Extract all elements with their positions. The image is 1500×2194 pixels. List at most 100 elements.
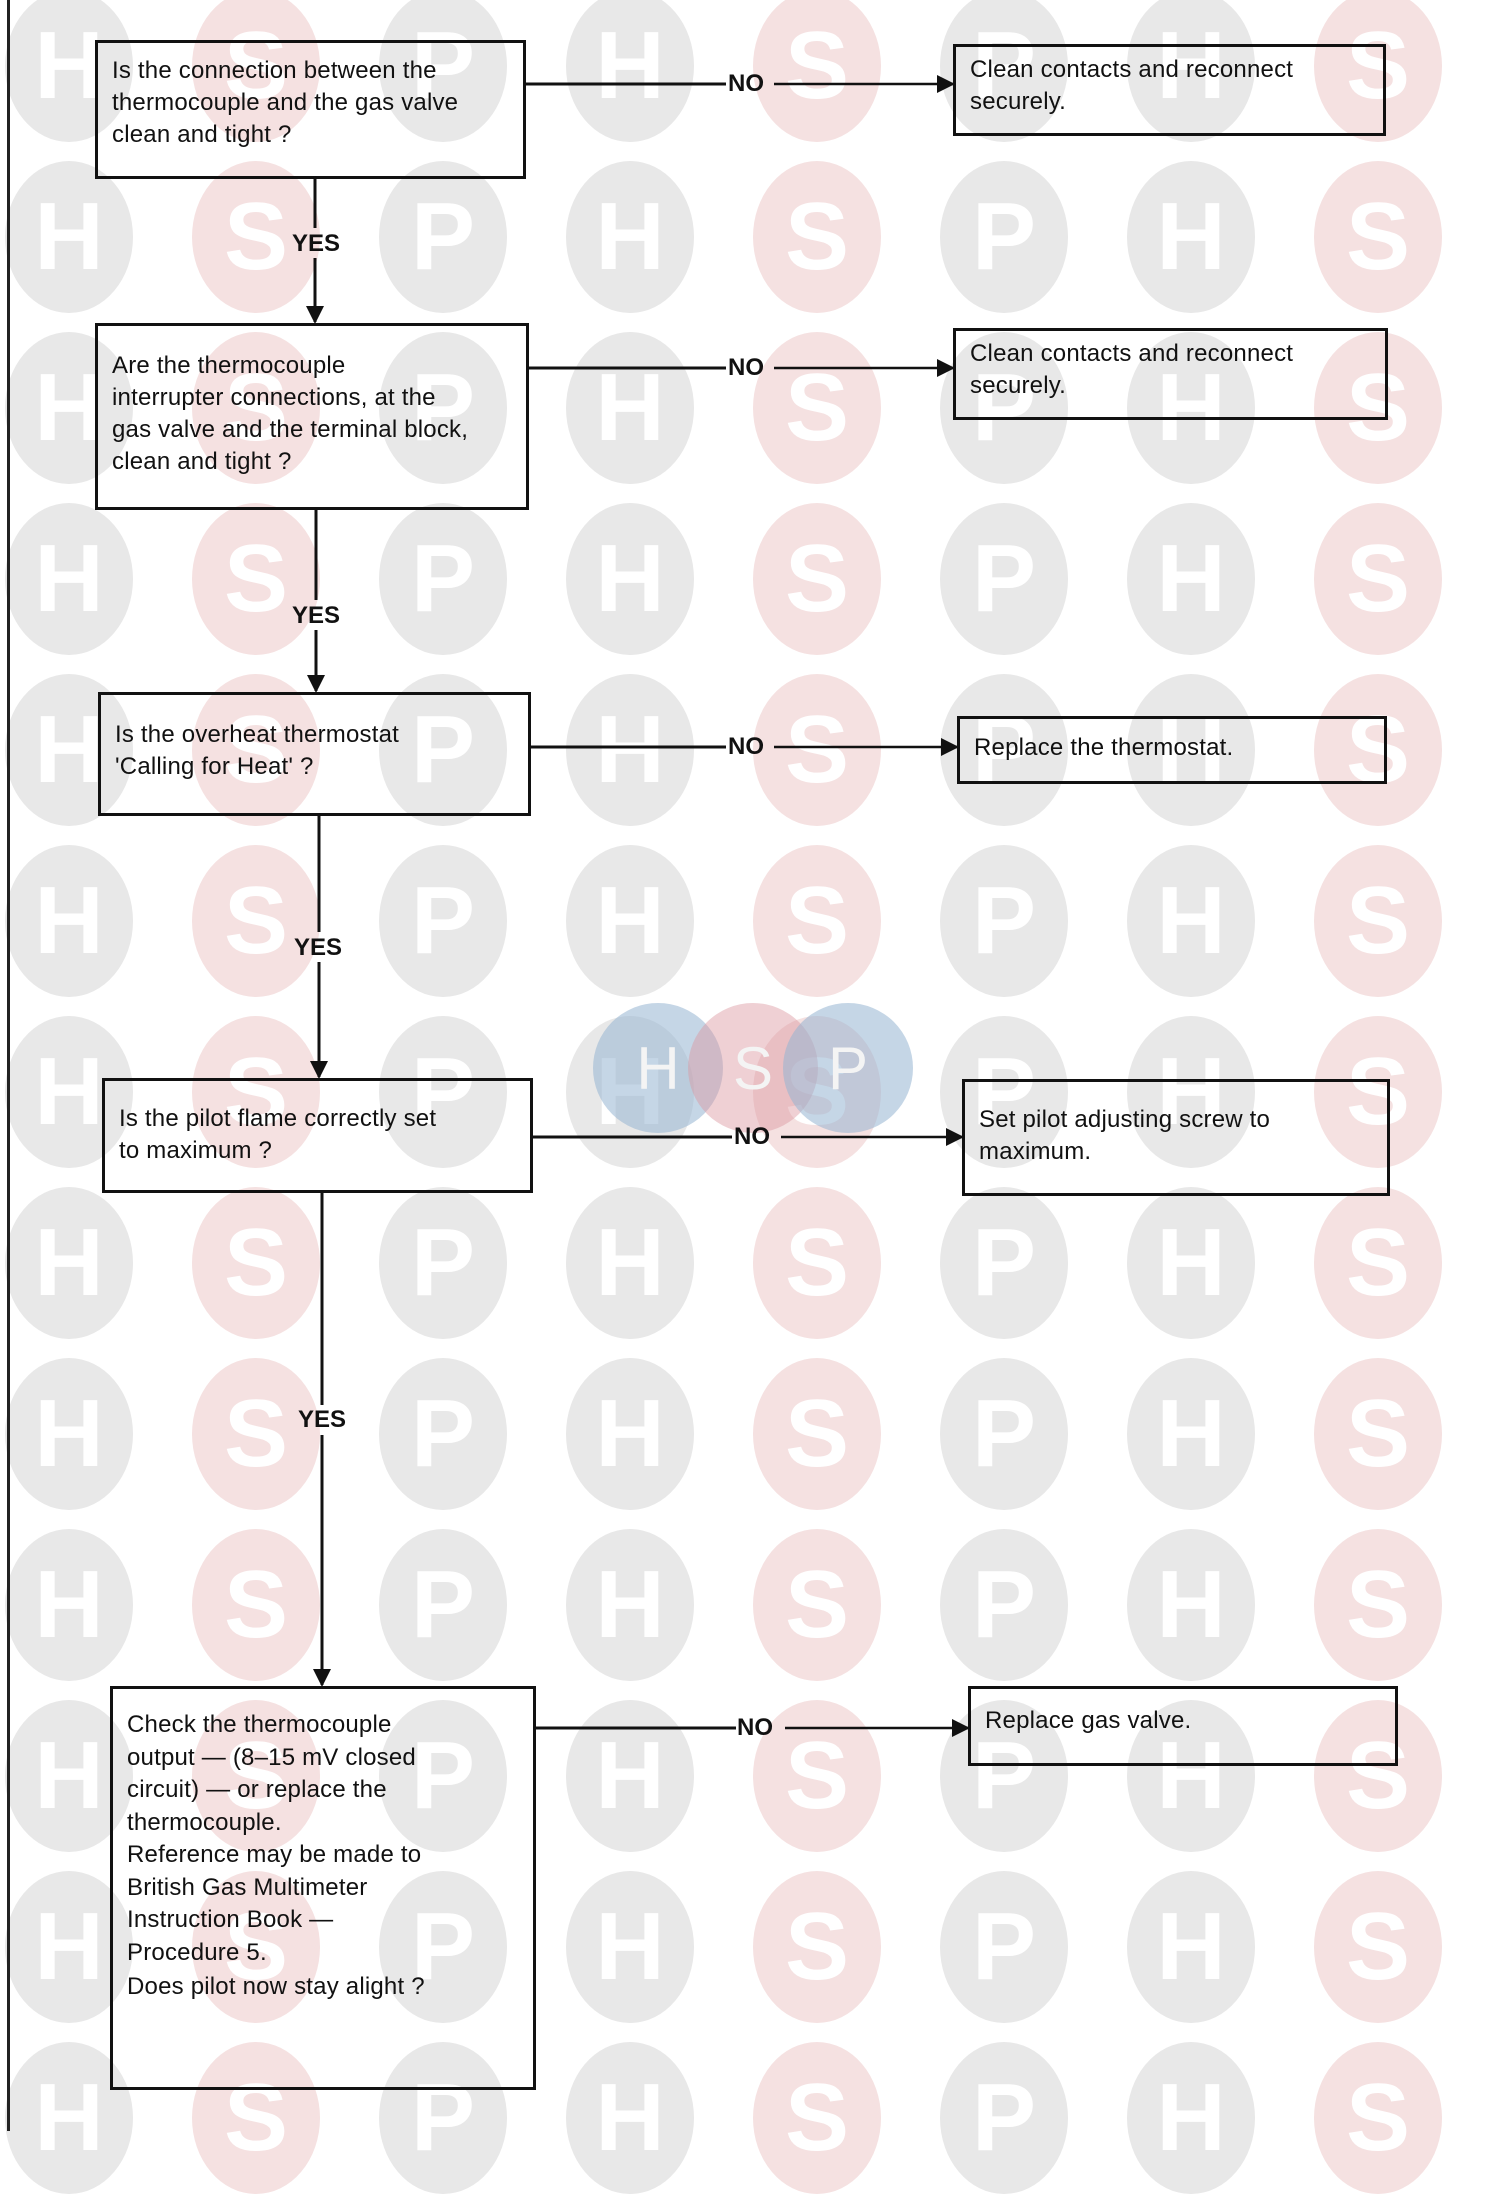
instruction-line: British Gas Multimeter (127, 1873, 368, 1901)
watermark-circle: P (940, 1871, 1068, 2023)
instruction-line: Check the thermocouple (127, 1711, 392, 1738)
watermark-circle: H (566, 1187, 694, 1339)
action-box-replace-thermostat: Replace the thermostat. (957, 716, 1387, 784)
watermark-circle: S (192, 1187, 320, 1339)
watermark-circle: S (1314, 1529, 1442, 1681)
troubleshooting-flowchart: Is the connection between the thermocoup… (95, 40, 1398, 2090)
watermark-circle: H (1127, 845, 1255, 997)
watermark-circle: H (1127, 1187, 1255, 1339)
instruction-line: Reference may be made to (127, 1841, 422, 1868)
watermark-circle: P (940, 1529, 1068, 1681)
watermark-circle: H (566, 1700, 694, 1852)
action-line: maximum. (979, 1138, 1092, 1165)
watermark-circle: H (5, 845, 133, 997)
watermark-circle: S (753, 1871, 881, 2023)
decision-box-interrupter-connections: Are the thermocouple interrupter connect… (95, 323, 529, 510)
watermark-circle: S (192, 1016, 320, 1168)
watermark-circle: H (566, 161, 694, 313)
watermark-circle: S (753, 161, 881, 313)
watermark-circle: H (5, 1016, 133, 1168)
action-box-clean-contacts-1: Clean contacts and reconnect securely. (953, 44, 1386, 136)
watermark-circle: H (1127, 1700, 1255, 1852)
watermark-circle: P (379, 1016, 507, 1168)
watermark-circle: S (1314, 503, 1442, 655)
decision-box-check-thermocouple-output: Check the thermocouple output — (8–15 mV… (110, 1686, 536, 2090)
watermark-circle: H (566, 0, 694, 142)
watermark-circle: S (1314, 1016, 1442, 1168)
watermark-circle: H (1127, 332, 1255, 484)
logo-circle-p: P (783, 1003, 913, 1133)
watermark-circle: P (379, 1529, 507, 1681)
instruction-line: output — (8–15 mV closed (127, 1743, 416, 1771)
watermark-circle: H (566, 845, 694, 997)
watermark-circle: H (5, 674, 133, 826)
action-line: Clean contacts and reconnect (970, 56, 1294, 83)
watermark-circle: S (192, 1529, 320, 1681)
watermark-circle: S (192, 674, 320, 826)
no-label: NO (734, 1123, 770, 1150)
watermark-circle: S (1314, 1187, 1442, 1339)
watermark-circle: P (379, 1187, 507, 1339)
action-box-set-pilot-screw: Set pilot adjusting screw to maximum. (962, 1079, 1390, 1196)
watermark-circle: H (1127, 674, 1255, 826)
watermark-circle: S (192, 503, 320, 655)
watermark-circle: H (566, 1358, 694, 1510)
watermark-circle: S (1314, 1871, 1442, 2023)
watermark-circle: S (753, 1529, 881, 1681)
question-line: gas valve and the terminal block, (112, 416, 469, 443)
action-box-replace-gas-valve: Replace gas valve. (968, 1686, 1398, 1766)
watermark-circle: P (940, 332, 1068, 484)
watermark-circle: H (1127, 0, 1255, 142)
question-line: clean and tight ? (112, 121, 292, 148)
watermark-circle: S (753, 674, 881, 826)
instruction-line: Instruction Book — (127, 1906, 334, 1933)
watermark-circle: P (940, 1700, 1068, 1852)
instruction-line: circuit) — or replace the (127, 1776, 387, 1803)
action-line: Set pilot adjusting screw to (979, 1106, 1271, 1133)
watermark-circle: P (940, 845, 1068, 997)
watermark-circle: S (753, 0, 881, 142)
watermark-circle: S (1314, 1700, 1442, 1852)
watermark-circle: P (379, 845, 507, 997)
watermark-circle: H (1127, 1016, 1255, 1168)
watermark-circle: S (192, 161, 320, 313)
question-line: Is the pilot flame correctly set (119, 1105, 437, 1132)
watermark-circle: S (192, 332, 320, 484)
watermark-circle: S (753, 845, 881, 997)
watermark-circle: P (379, 1358, 507, 1510)
watermark-circle: H (1127, 1358, 1255, 1510)
decision-box-thermocouple-connection: Is the connection between the thermocoup… (95, 40, 526, 179)
hsp-center-logo: H S P (593, 1003, 913, 1133)
watermark-circle: P (940, 503, 1068, 655)
watermark-circle: P (940, 1358, 1068, 1510)
action-line: securely. (970, 88, 1067, 115)
yes-label: YES (294, 934, 343, 961)
no-label: NO (728, 733, 764, 760)
watermark-circle: P (379, 674, 507, 826)
question-line: Is the overheat thermostat (115, 721, 400, 748)
watermark-circle: S (1314, 161, 1442, 313)
watermark-circle: S (192, 1358, 320, 1510)
watermark-circle: S (1314, 845, 1442, 997)
logo-circle-h: H (593, 1003, 723, 1133)
watermark-circle: S (753, 1358, 881, 1510)
watermark-circle: S (753, 503, 881, 655)
question-line: thermocouple and the gas valve (112, 89, 459, 116)
no-label: NO (728, 70, 764, 97)
watermark-circle: P (940, 674, 1068, 826)
watermark-circle: S (1314, 0, 1442, 142)
question-line: interrupter connections, at the (112, 384, 436, 411)
watermark-circle: H (5, 1187, 133, 1339)
watermark-circle: S (192, 845, 320, 997)
watermark-circle: S (753, 1187, 881, 1339)
action-line: Clean contacts and reconnect (970, 340, 1294, 367)
watermark-circle: H (1127, 503, 1255, 655)
watermark-circle: S (1314, 674, 1442, 826)
watermark-circle: H (5, 1529, 133, 1681)
watermark-circle: P (379, 503, 507, 655)
decision-box-pilot-flame: Is the pilot flame correctly set to maxi… (102, 1078, 533, 1193)
watermark-circle: P (379, 0, 507, 142)
watermark-circle: S (192, 1871, 320, 2023)
no-label: NO (737, 1714, 773, 1741)
instruction-line: thermocouple. (127, 1808, 282, 1836)
